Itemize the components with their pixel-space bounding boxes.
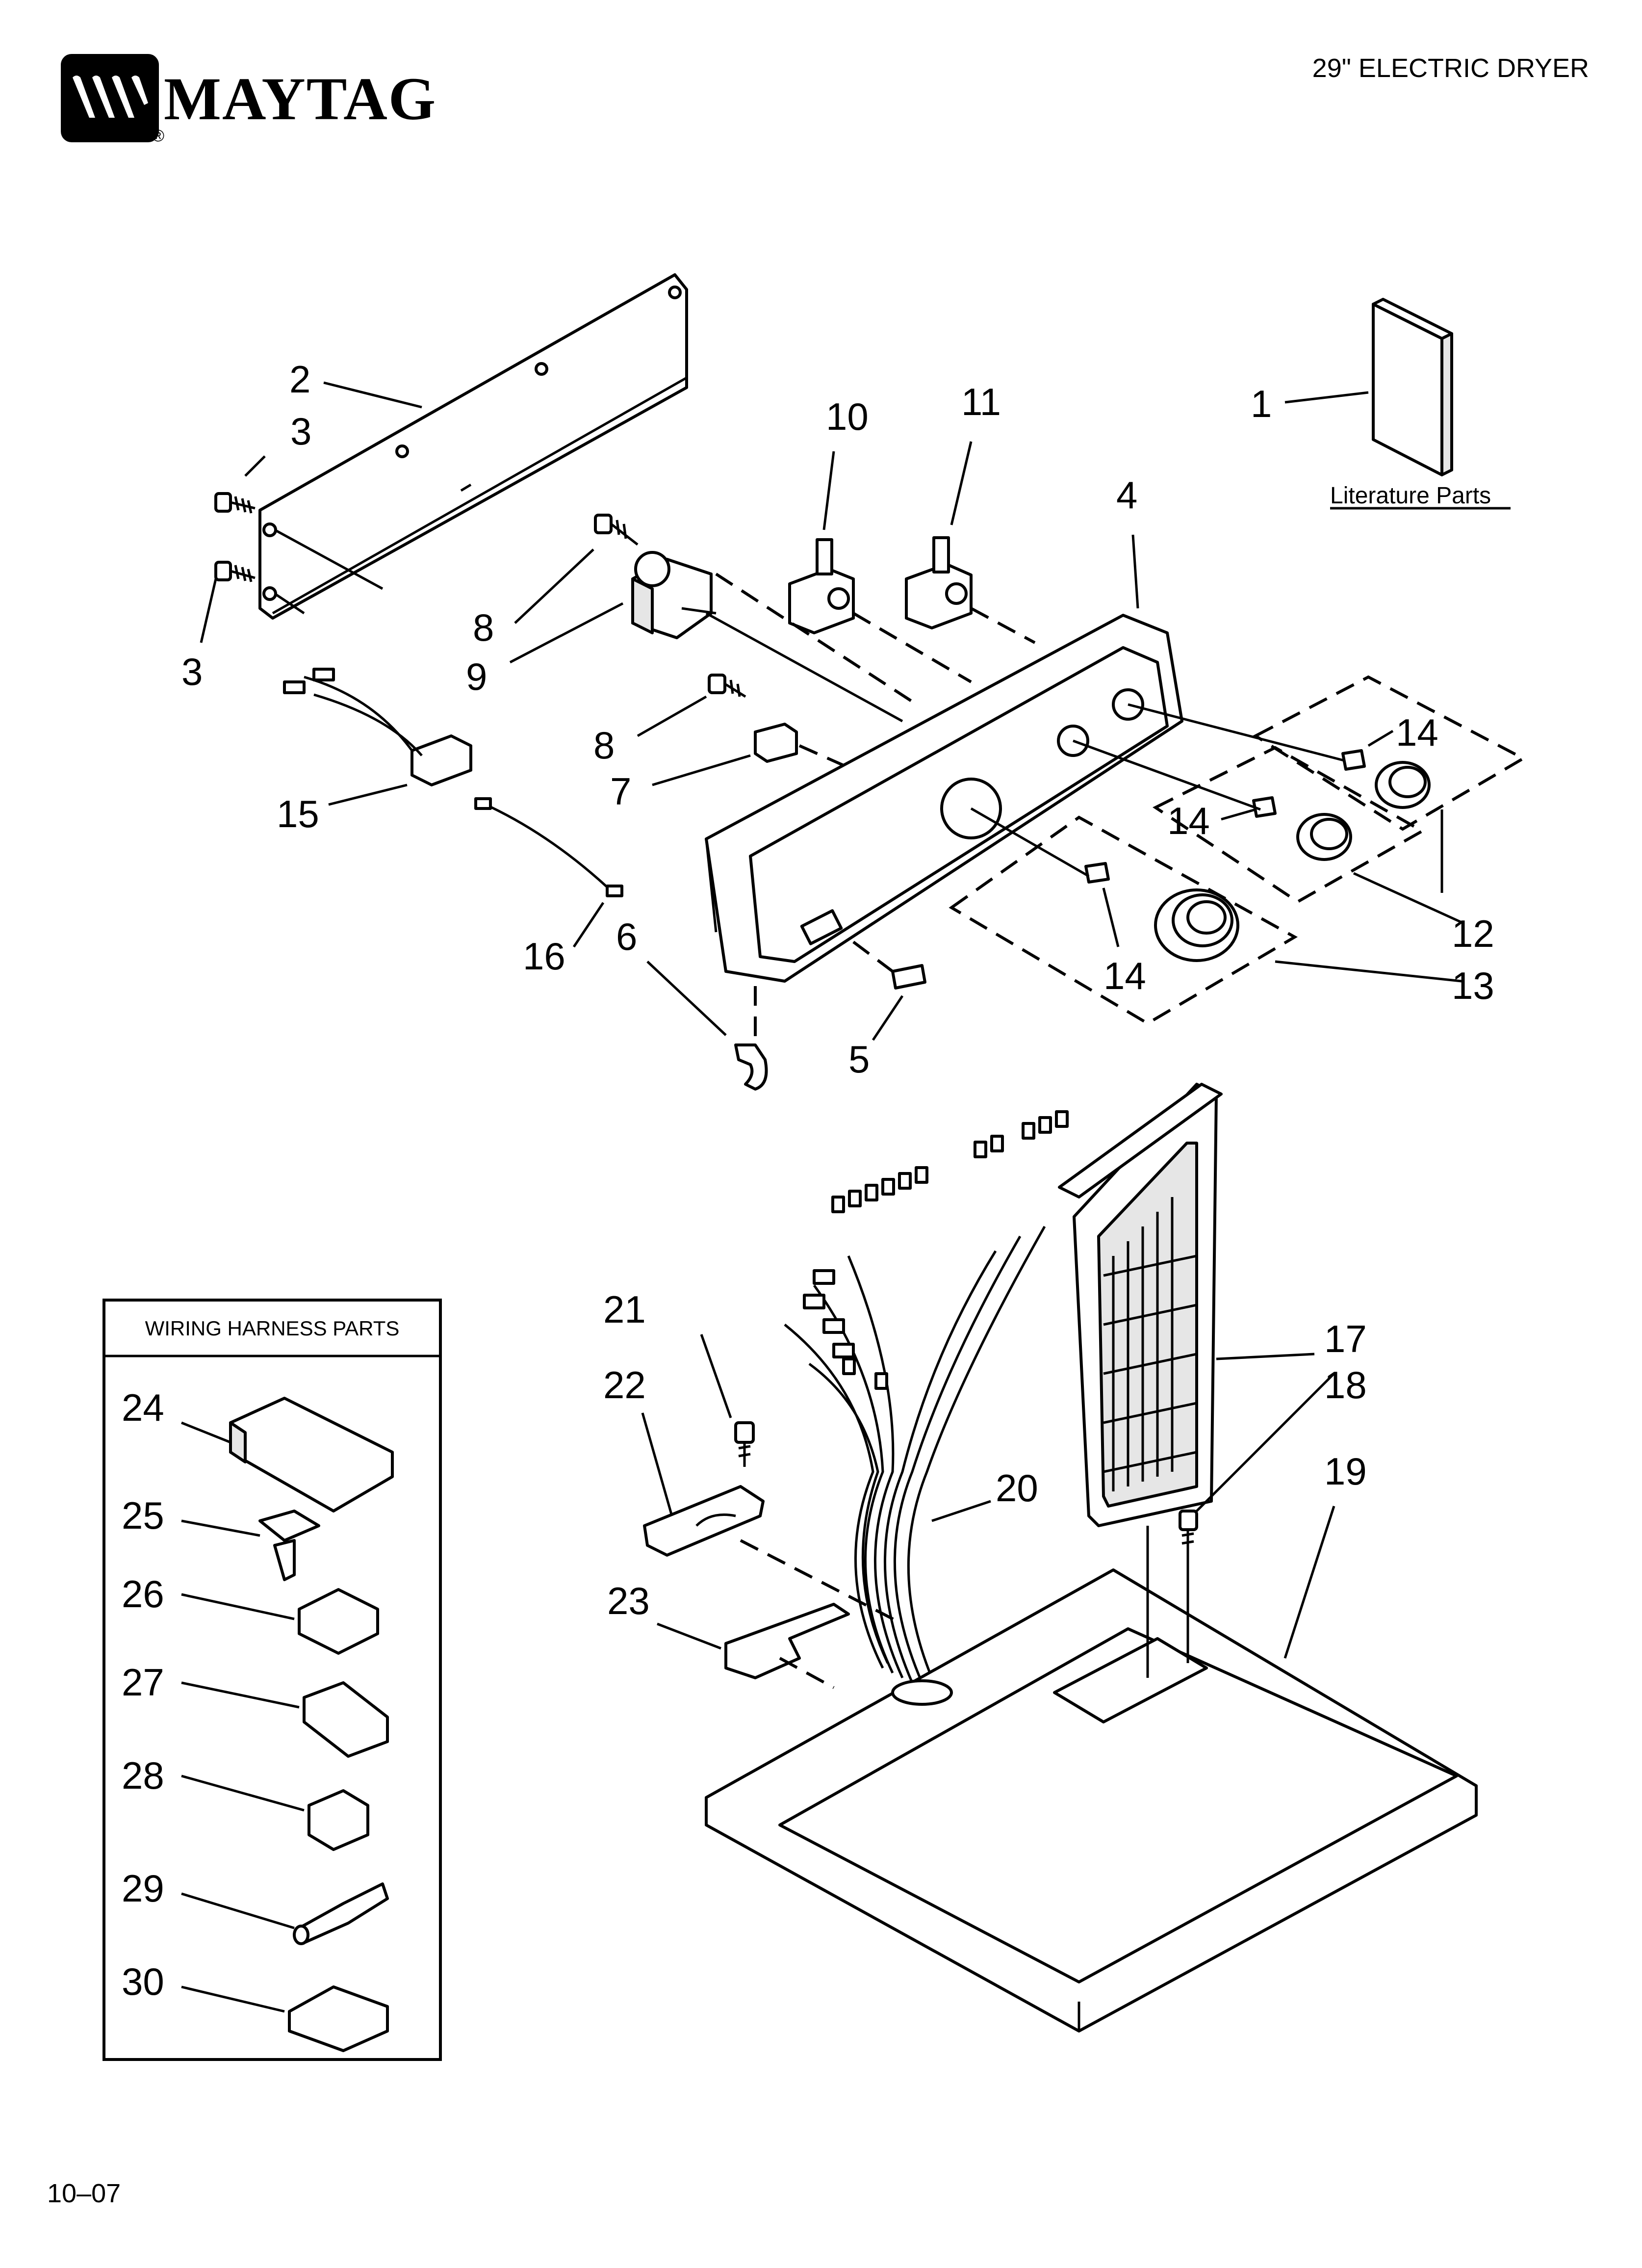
callout-10: 10 — [826, 395, 869, 438]
push-to-start-switch — [754, 723, 798, 763]
callout-6: 6 — [616, 915, 637, 958]
knob-part-12-lower — [1296, 813, 1352, 861]
callout-11: 11 — [961, 380, 1001, 423]
callout-13: 13 — [1452, 964, 1494, 1007]
revision-code: 10–07 — [47, 2179, 121, 2208]
harness-bracket-part-22 — [643, 1485, 765, 1557]
callout-20: 20 — [996, 1466, 1038, 1510]
callout-22: 22 — [603, 1363, 646, 1407]
knob-group-outline-middle — [1153, 746, 1426, 904]
assembly-line — [852, 612, 972, 683]
callout-28: 28 — [122, 1754, 164, 1797]
assembly-line — [1128, 703, 1344, 762]
wiring-harness-parts-box — [103, 1299, 442, 2061]
callout-25: 25 — [122, 1494, 164, 1537]
control-console — [705, 614, 1183, 983]
literature-parts-label: Literature Parts — [1330, 483, 1491, 509]
callout-21: 21 — [603, 1288, 646, 1331]
assembly-line — [705, 612, 903, 723]
wiring-box-title: WIRING HARNESS PARTS — [145, 1317, 400, 1340]
assembly-line — [715, 573, 913, 703]
callout-3-upper: 3 — [290, 410, 311, 453]
callout-18: 18 — [1324, 1363, 1367, 1407]
callout-7: 7 — [610, 770, 631, 813]
timer-switch — [631, 551, 717, 639]
knob-part-12-upper — [1375, 761, 1431, 809]
brand-name: MAYTAG — [164, 65, 437, 132]
literature-booklet — [1372, 298, 1453, 476]
timer-knob-part-13 — [1154, 888, 1239, 962]
assembly-line — [1073, 739, 1261, 811]
registered-mark: ® — [152, 127, 165, 145]
callout-23: 23 — [607, 1579, 650, 1622]
lint-screen — [1058, 1083, 1223, 1527]
knob-group-outline-upper — [1252, 675, 1527, 831]
knob-clip-part-14-a — [1341, 749, 1366, 771]
callout-1: 1 — [1251, 382, 1272, 425]
connector-part-27 — [303, 1681, 389, 1758]
callout-30: 30 — [122, 1960, 164, 2003]
connector-part-24 — [229, 1397, 394, 1512]
selector-switch-part-11 — [905, 536, 973, 629]
connector-part-26 — [298, 1588, 379, 1655]
selector-switch-part-10 — [788, 538, 855, 634]
screw-part-8-upper — [594, 514, 639, 546]
knob-clip-part-14-b — [1252, 796, 1277, 818]
callout-16: 16 — [523, 935, 565, 978]
callout-14-a: 14 — [1396, 711, 1438, 754]
callout-4: 4 — [1116, 473, 1137, 517]
assembly-line — [970, 607, 1036, 644]
callout-8-upper: 8 — [473, 606, 494, 649]
main-wire-harness — [784, 1110, 1069, 1683]
callout-29: 29 — [122, 1867, 164, 1910]
connector-part-28 — [308, 1789, 369, 1851]
jumper-wire-part-16 — [474, 797, 623, 897]
harness-plate-part-23 — [724, 1603, 850, 1679]
clip-part-25 — [258, 1510, 320, 1581]
assembly-line — [779, 1657, 835, 1689]
callout-15: 15 — [277, 792, 319, 835]
console-clip — [734, 1043, 768, 1091]
model-badge — [891, 964, 926, 990]
document-title: 29" ELECTRIC DRYER — [1312, 53, 1589, 83]
screw-part-3-lower — [214, 561, 256, 582]
callout-27: 27 — [122, 1661, 164, 1704]
callout-24: 24 — [122, 1386, 164, 1429]
wire-harness-part-15 — [283, 668, 472, 786]
callout-2: 2 — [289, 358, 310, 401]
callout-17: 17 — [1324, 1317, 1367, 1360]
control-panel-rear-bracket — [258, 273, 688, 620]
callout-12: 12 — [1452, 912, 1494, 955]
maytag-logo: MAYTAG ® — [61, 54, 436, 145]
callout-5: 5 — [848, 1038, 870, 1081]
assembly-line — [852, 940, 894, 973]
screw-part-8-lower — [708, 674, 746, 698]
terminal-part-29 — [293, 1882, 389, 1945]
maytag-m-logo-mark — [61, 54, 159, 142]
screw-part-3-upper — [214, 492, 256, 514]
callout-19: 19 — [1324, 1450, 1367, 1493]
callout-8-lower: 8 — [593, 724, 615, 767]
knob-clip-part-14-c — [1084, 862, 1110, 884]
dryer-top-panel — [705, 1568, 1478, 2033]
callout-26: 26 — [122, 1572, 164, 1616]
callout-leaders — [181, 381, 1462, 2013]
callout-9: 9 — [466, 655, 487, 698]
callout-14-b: 14 — [1167, 799, 1210, 842]
assembly-line — [970, 807, 1090, 878]
screw-part-21 — [734, 1421, 755, 1467]
screw-part-18 — [1179, 1510, 1198, 1555]
assembly-line — [798, 744, 845, 767]
callout-14-c: 14 — [1103, 954, 1146, 997]
connector-part-30 — [288, 1985, 389, 2052]
callout-3-lower: 3 — [181, 650, 203, 693]
